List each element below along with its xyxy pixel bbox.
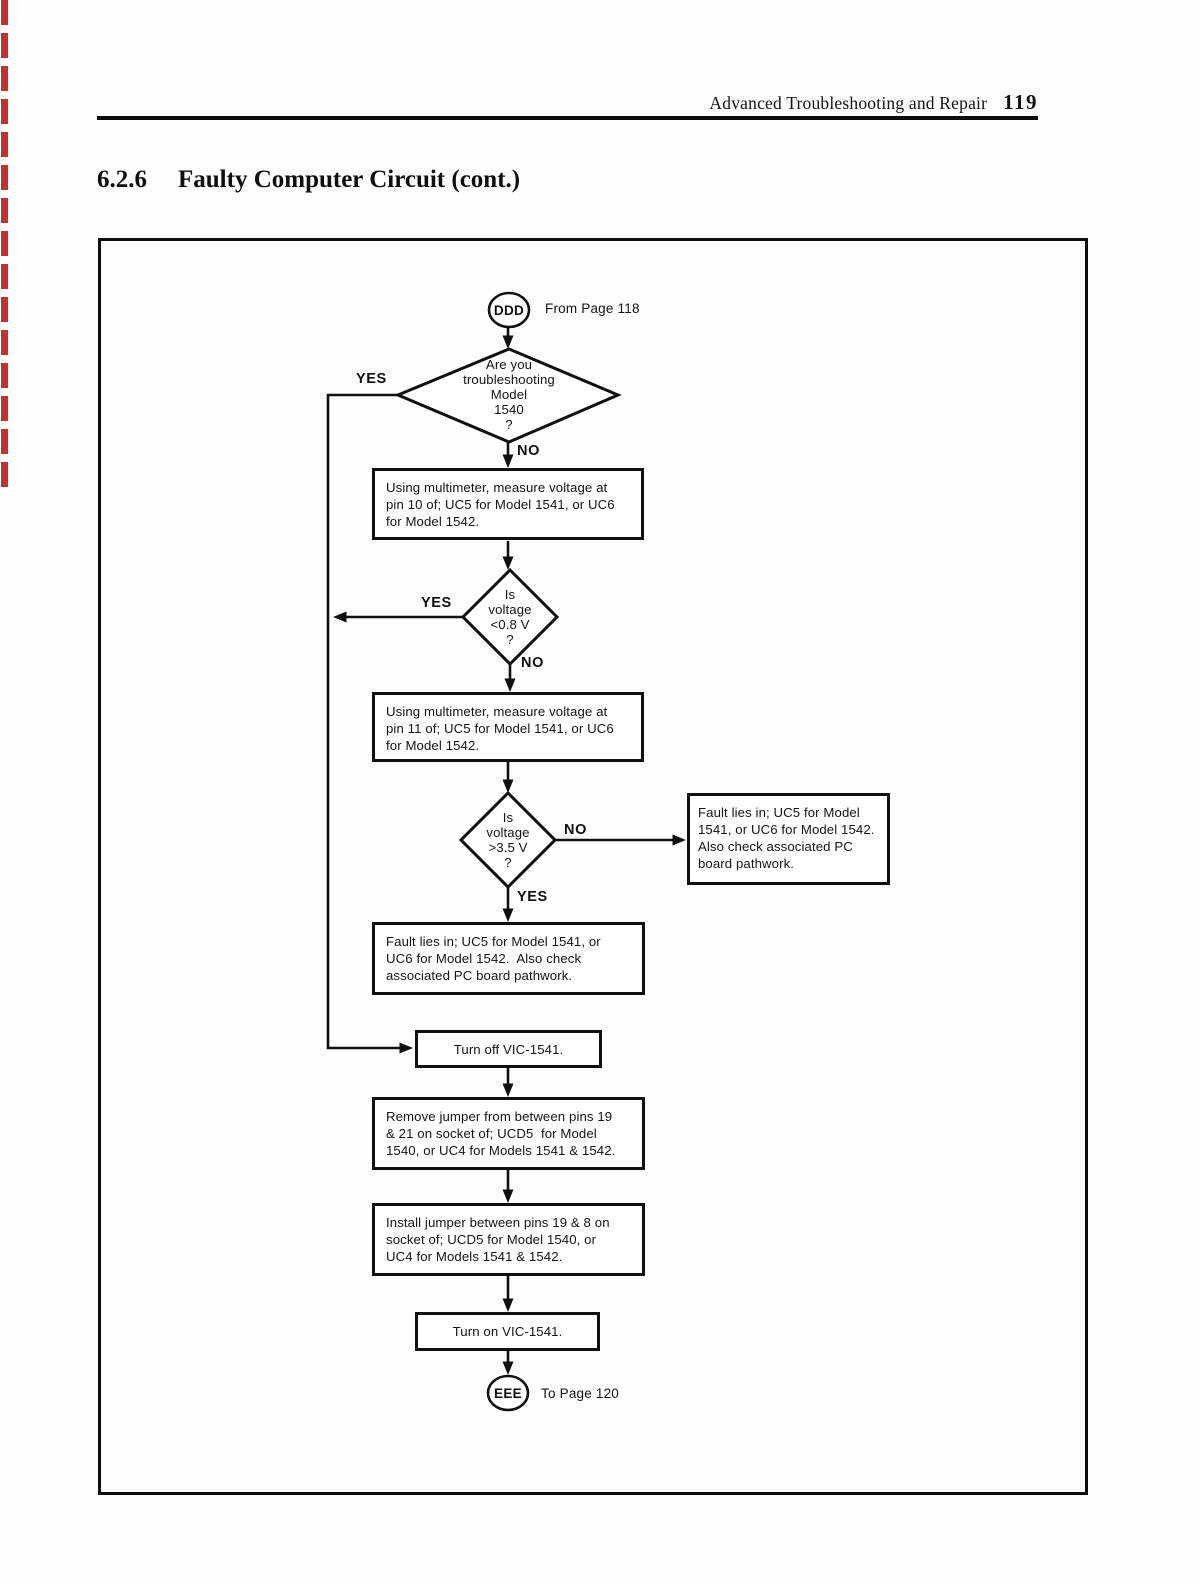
d1-yes-label: YES bbox=[356, 371, 387, 387]
page-edge-red-marking bbox=[1, 0, 8, 492]
process-fault-right: Fault lies in; UC5 for Model 1541, or UC… bbox=[687, 793, 890, 885]
d2-yes-label: YES bbox=[421, 595, 452, 611]
running-header-title: Advanced Troubleshooting and Repair bbox=[709, 93, 988, 113]
d1-no-label: NO bbox=[517, 443, 540, 459]
decision-voltage-high-text: Is voltage >3.5 V ? bbox=[486, 810, 530, 870]
flowchart-frame bbox=[98, 238, 1088, 1495]
d3-no-label: NO bbox=[564, 822, 587, 838]
end-connector-label: EEE bbox=[494, 1386, 522, 1401]
decision-model-1540-text: Are you troubleshooting Model 1540 ? bbox=[463, 357, 555, 432]
d3-yes-label: YES bbox=[517, 889, 548, 905]
decision-voltage-low-text: Is voltage <0.8 V ? bbox=[488, 587, 532, 647]
header-rule bbox=[97, 116, 1038, 120]
process-fault-bottom: Fault lies in; UC5 for Model 1541, or UC… bbox=[372, 922, 645, 995]
process-remove-jumper: Remove jumper from between pins 19 & 21 … bbox=[372, 1097, 645, 1170]
process-install-jumper: Install jumper between pins 19 & 8 on so… bbox=[372, 1203, 645, 1276]
section-title-text: Faulty Computer Circuit (cont.) bbox=[178, 166, 521, 193]
process-turn-off: Turn off VIC-1541. bbox=[415, 1030, 602, 1068]
start-connector-label: DDD bbox=[493, 303, 525, 318]
process-measure-pin11: Using multimeter, measure voltage at pin… bbox=[372, 692, 644, 762]
end-connector-note: To Page 120 bbox=[541, 1386, 620, 1401]
running-header: Advanced Troubleshooting and Repair 119 bbox=[98, 90, 1038, 115]
page-number: 119 bbox=[1003, 90, 1038, 114]
section-title: 6.2.6 Faulty Computer Circuit (cont.) bbox=[97, 166, 520, 194]
section-number: 6.2.6 bbox=[97, 166, 147, 193]
process-turn-on: Turn on VIC-1541. bbox=[415, 1312, 600, 1351]
d2-no-label: NO bbox=[521, 655, 544, 671]
start-connector-note: From Page 118 bbox=[545, 301, 640, 316]
process-measure-pin10: Using multimeter, measure voltage at pin… bbox=[372, 468, 644, 540]
